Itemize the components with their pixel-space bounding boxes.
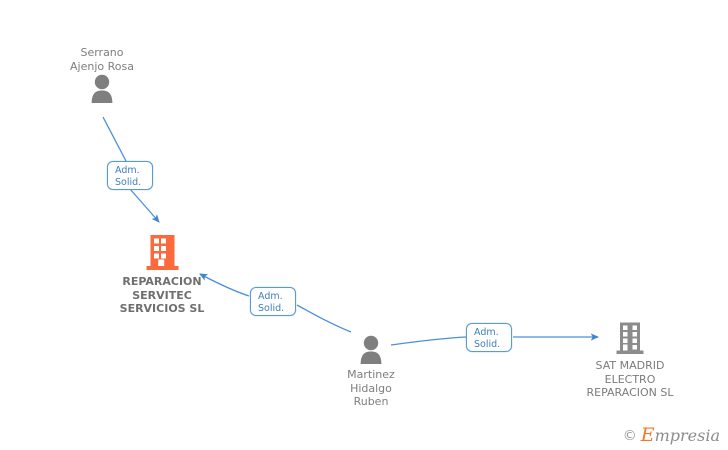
edge-label-adm-solid-3[interactable]: Adm. Solid. [466, 323, 512, 352]
edge-label-adm-solid-2[interactable]: Adm. Solid. [250, 287, 296, 316]
node-company-sat-madrid[interactable]: SAT MADRID ELECTRO REPARACION SL [570, 322, 690, 400]
edge-label-adm-solid-1[interactable]: Adm. Solid. [107, 161, 153, 190]
node-company-reparacion[interactable]: REPARACION SERVITEC SERVICIOS SL [102, 234, 222, 316]
brand-initial: E [640, 424, 655, 446]
building-icon [570, 322, 690, 359]
edge-martinez-to-label3 [390, 336, 467, 346]
node-person-martinez[interactable]: Martinez Hidalgo Ruben [311, 334, 431, 409]
copyright-icon: © [622, 427, 637, 444]
building-icon [102, 234, 222, 275]
node-label-sat-madrid: SAT MADRID ELECTRO REPARACION SL [586, 359, 674, 399]
empresia-watermark: © Empresia [622, 424, 720, 446]
person-icon [311, 334, 431, 368]
node-label-serrano: Serrano Ajenjo Rosa [70, 46, 134, 73]
edge-martinez-to-label2 [296, 304, 352, 333]
node-label-reparacion: REPARACION SERVITEC SERVICIOS SL [119, 275, 205, 315]
brand-wordmark: Empresia [640, 424, 720, 446]
node-person-serrano[interactable]: Serrano Ajenjo Rosa [42, 46, 162, 107]
edge-label2-to-reparacion [199, 273, 250, 297]
edge-label-to-reparacion [129, 188, 160, 223]
brand-rest: mpresia [654, 426, 720, 445]
person-icon [42, 73, 162, 107]
node-label-martinez: Martinez Hidalgo Ruben [347, 368, 395, 408]
edge-serrano-to-label [102, 116, 127, 162]
